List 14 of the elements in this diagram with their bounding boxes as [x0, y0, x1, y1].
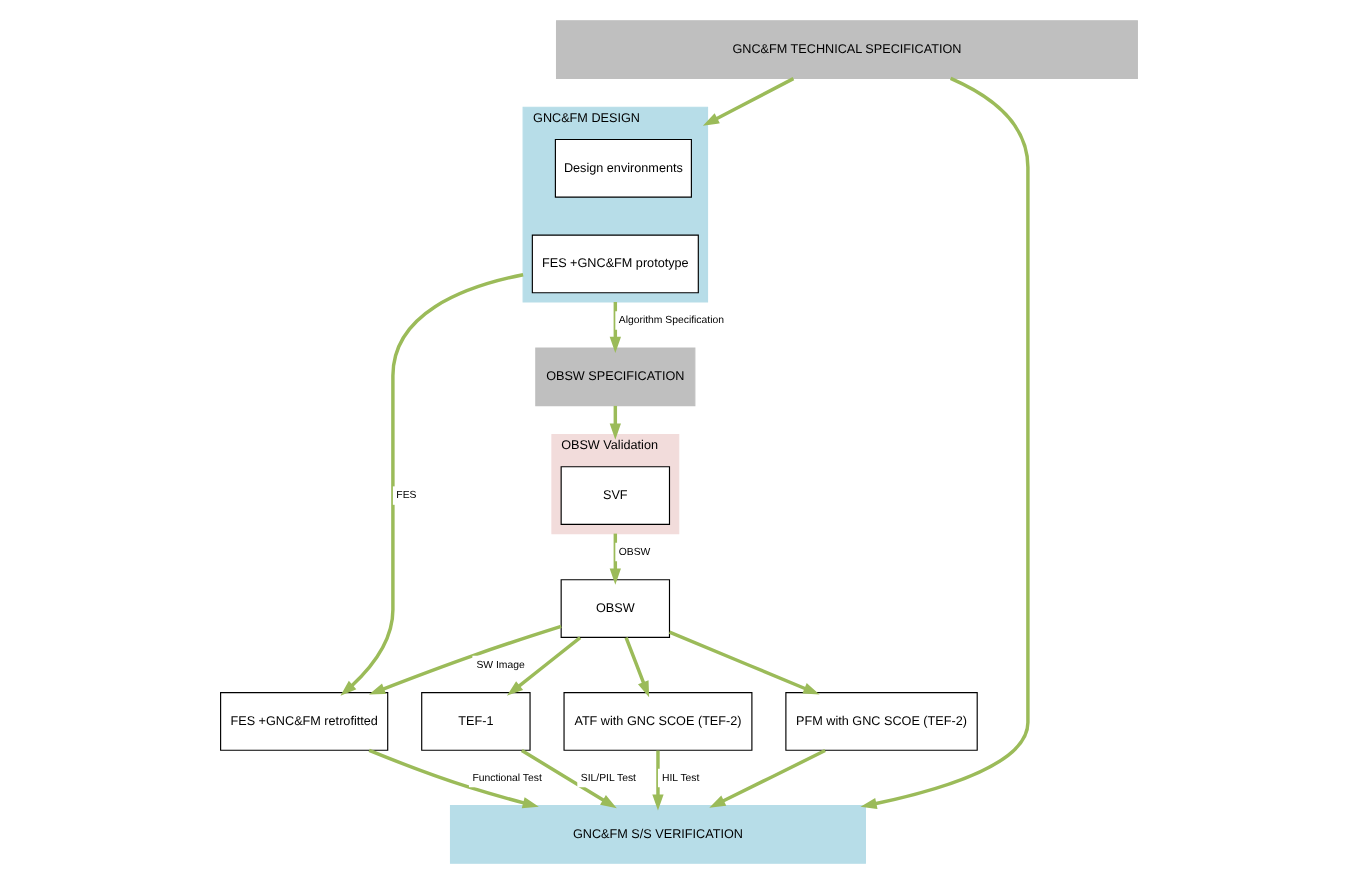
arrow — [623, 636, 649, 698]
arrow — [608, 405, 620, 440]
arrow — [701, 77, 794, 126]
arrow — [367, 624, 561, 695]
arrow — [367, 748, 538, 809]
arrow — [708, 749, 825, 808]
arrow — [608, 533, 620, 585]
arrow — [608, 302, 620, 354]
arrow — [859, 76, 1029, 810]
arrow — [505, 636, 581, 696]
arrow — [651, 750, 663, 811]
arrow — [519, 749, 616, 809]
arrow — [339, 273, 523, 696]
arrow — [667, 630, 819, 695]
